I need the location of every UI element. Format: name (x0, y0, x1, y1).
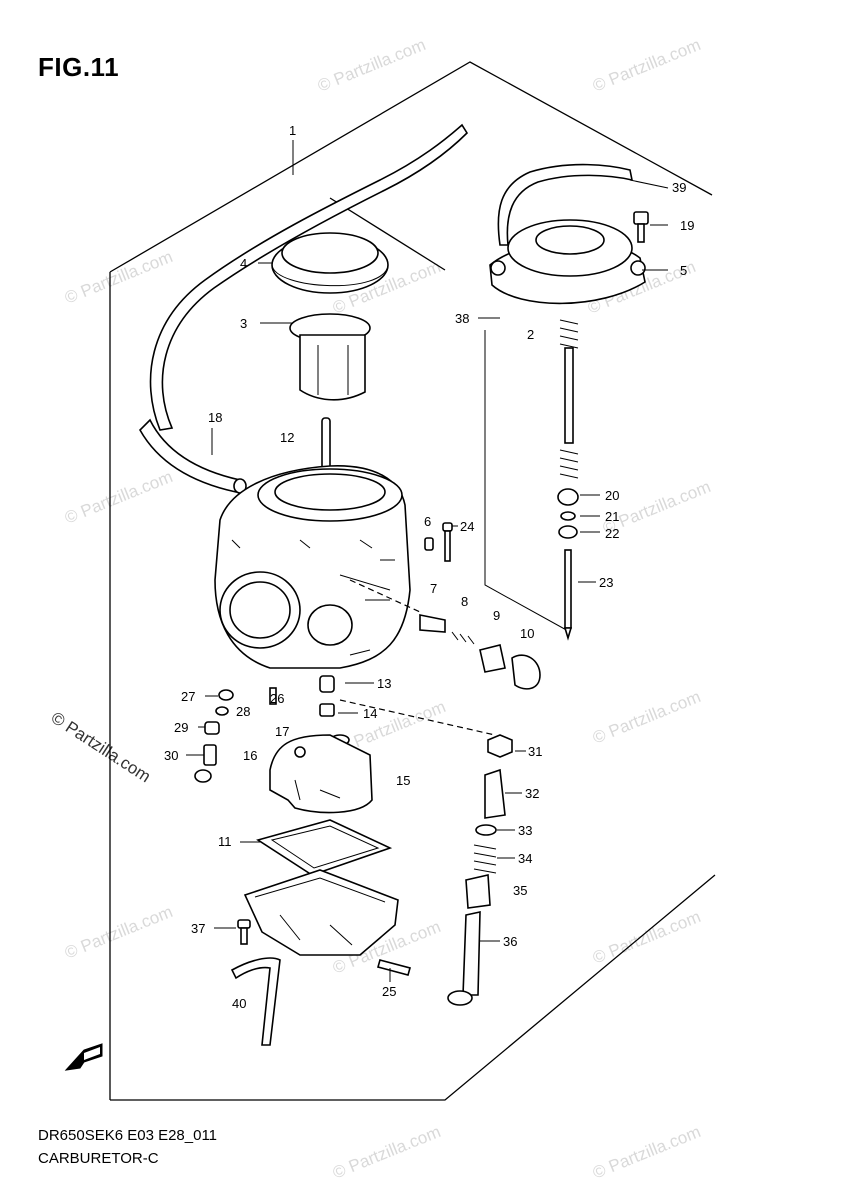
callout-16: 16 (243, 748, 257, 763)
pilot-screw-parts (194, 687, 277, 783)
top-cover (489, 219, 646, 305)
callout-15: 15 (396, 773, 410, 788)
drain-hose (230, 957, 281, 1046)
callout-8: 8 (461, 594, 468, 609)
callout-26: 26 (270, 691, 284, 706)
piston-valve (289, 313, 371, 401)
model-code: DR650SEK6 E03 E28_011 (38, 1127, 218, 1144)
spring (559, 319, 579, 479)
callout-13: 13 (377, 676, 391, 691)
float-bowl (243, 869, 399, 956)
callout-12: 12 (280, 430, 294, 445)
callout-10: 10 (520, 626, 534, 641)
callout-32: 32 (525, 786, 539, 801)
callout-30: 30 (164, 748, 178, 763)
figure-title: FIG.11 (38, 52, 120, 82)
float (269, 734, 373, 814)
callout-5: 5 (680, 263, 687, 278)
callout-6: 6 (424, 514, 431, 529)
callout-38: 38 (455, 311, 469, 326)
vent-tube (497, 163, 634, 246)
callout-40: 40 (232, 996, 246, 1011)
callout-39: 39 (672, 180, 686, 195)
vent-hose (149, 123, 469, 431)
callout-11: 11 (218, 834, 232, 849)
drain-stack (339, 699, 513, 1006)
bowl-screws (237, 919, 411, 976)
assembly-outline (109, 61, 716, 1101)
callout-27: 27 (181, 689, 195, 704)
callout-2: 2 (527, 327, 534, 342)
callout-labels: 1 2 3 4 5 6 7 8 9 10 11 12 13 14 15 16 1… (164, 123, 694, 1011)
callout-25: 25 (382, 984, 396, 999)
gasket (256, 819, 393, 876)
callout-1: 1 (289, 123, 296, 138)
screw (633, 211, 649, 243)
callout-22: 22 (605, 526, 619, 541)
callout-23: 23 (599, 575, 613, 590)
callout-19: 19 (680, 218, 694, 233)
throttle-stop-parts (349, 579, 541, 690)
callout-29: 29 (174, 720, 188, 735)
forward-arrow-icon (64, 1043, 103, 1071)
callout-37: 37 (191, 921, 205, 936)
hose-end (139, 418, 247, 494)
callout-33: 33 (518, 823, 532, 838)
needle-jet-parts (557, 488, 579, 641)
callout-21: 21 (605, 509, 619, 524)
callout-18: 18 (208, 410, 222, 425)
callout-28: 28 (236, 704, 250, 719)
callout-4: 4 (240, 256, 247, 271)
callout-3: 3 (240, 316, 247, 331)
callout-9: 9 (493, 608, 500, 623)
callout-31: 31 (528, 744, 542, 759)
diaphragm (271, 232, 389, 294)
carburetor-body (214, 465, 411, 669)
callout-7: 7 (430, 581, 437, 596)
small-screws-6-24 (424, 522, 453, 562)
leader-lines (186, 140, 669, 982)
callout-35: 35 (513, 883, 527, 898)
callout-14: 14 (363, 706, 377, 721)
figure-name: CARBURETOR-C (38, 1150, 159, 1167)
callout-20: 20 (605, 488, 619, 503)
callout-34: 34 (518, 851, 532, 866)
callout-24: 24 (460, 519, 474, 534)
callout-36: 36 (503, 934, 517, 949)
callout-17: 17 (275, 724, 289, 739)
